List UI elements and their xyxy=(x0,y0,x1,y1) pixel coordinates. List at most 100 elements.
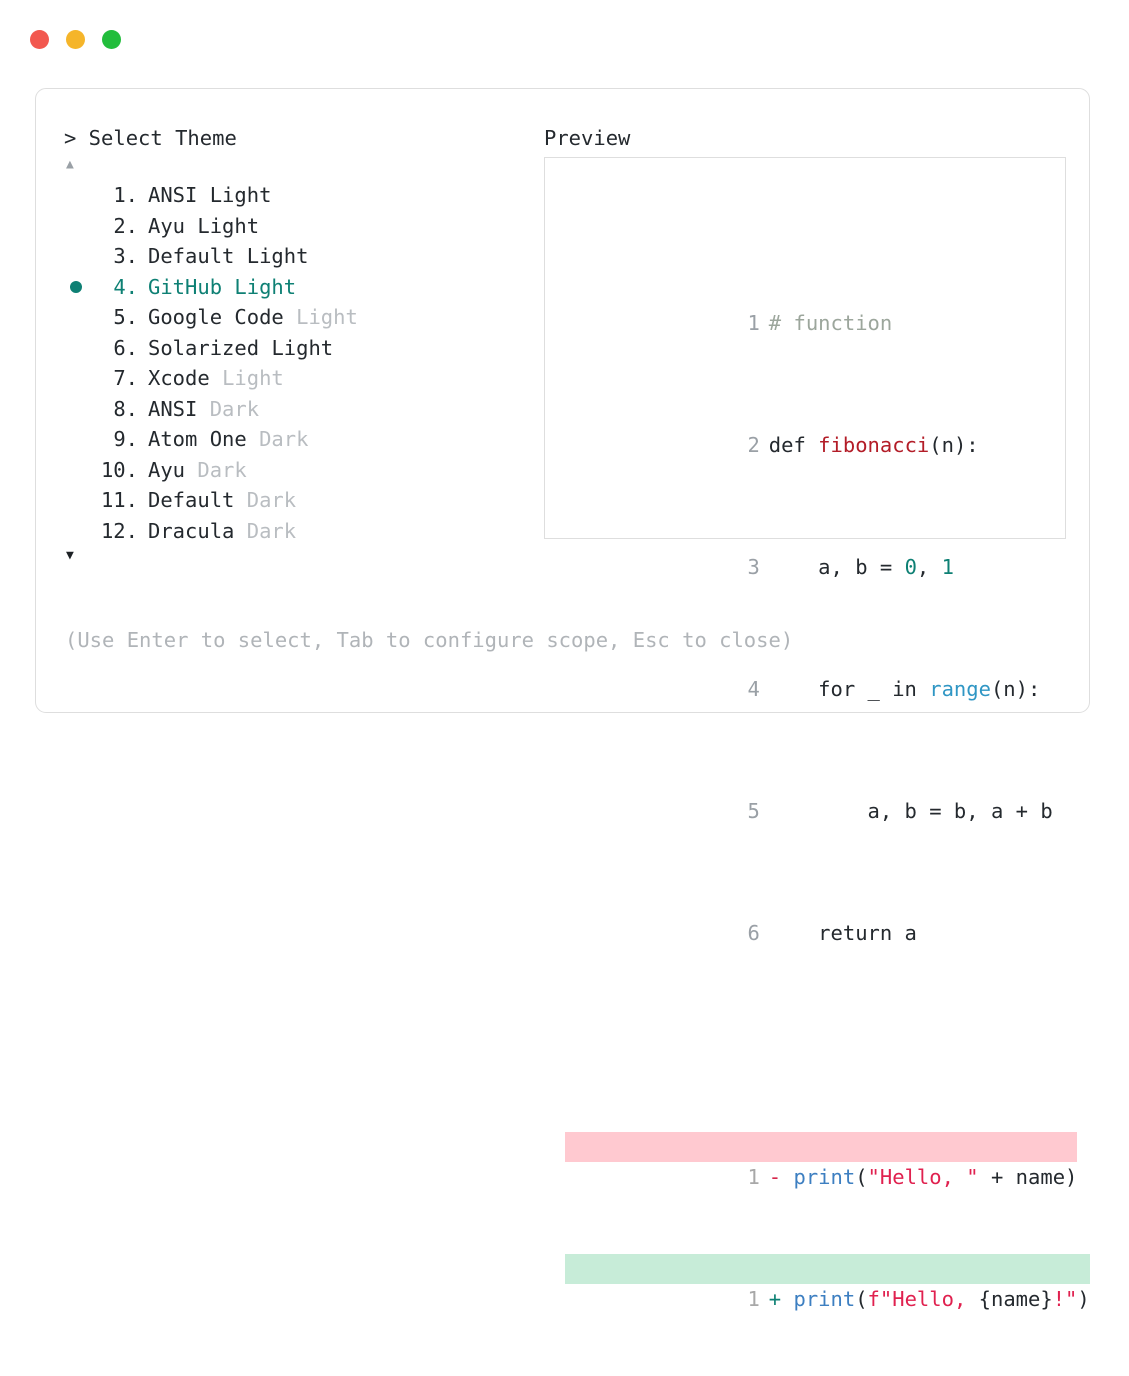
token-number-one: 1 xyxy=(941,555,954,579)
theme-list-item[interactable]: 11.Default Dark xyxy=(64,485,544,516)
label-space xyxy=(234,519,246,543)
diff-marker-minus: - xyxy=(768,1165,782,1189)
line-number: 3 xyxy=(747,555,760,579)
theme-list-item[interactable]: 10.Ayu Dark xyxy=(64,455,544,486)
line-number: 1 xyxy=(747,311,760,335)
theme-item-index: 2. xyxy=(113,213,138,238)
theme-list-item[interactable]: 4. GitHub Light xyxy=(64,272,544,303)
theme-list-item[interactable]: 7.Xcode Light xyxy=(64,363,544,394)
label-space xyxy=(234,244,246,268)
theme-item-name: Dracula xyxy=(148,518,235,543)
theme-item-index: 6. xyxy=(113,335,138,360)
theme-item-index: 4. xyxy=(113,274,138,299)
token-paren-open: ( xyxy=(855,1287,868,1311)
token-for-clause: for _ in xyxy=(768,677,930,701)
theme-item-name: ANSI xyxy=(148,396,198,421)
label-space xyxy=(222,275,234,299)
theme-item-variant: Dark xyxy=(246,518,297,543)
token-comma: , xyxy=(916,555,942,579)
line-number: 6 xyxy=(747,921,760,945)
token-builtin-range: range xyxy=(929,677,991,701)
label-space xyxy=(259,336,271,360)
theme-item-name: Default xyxy=(148,488,235,512)
theme-item-index: 7. xyxy=(113,366,138,390)
theme-list-item[interactable]: 2.Ayu Light xyxy=(64,211,544,242)
theme-item-label: Ayu Dark xyxy=(138,455,247,486)
code-blank-line xyxy=(565,1010,1045,1041)
line-number: 1 xyxy=(747,1287,760,1311)
token-range-args: (n): xyxy=(990,677,1041,701)
scroll-down-arrow-icon[interactable]: ▼ xyxy=(66,548,74,563)
token-paren-close: ) xyxy=(1077,1287,1090,1311)
theme-item-label: Ayu Light xyxy=(138,211,259,242)
theme-item-variant: Dark xyxy=(246,488,297,512)
token-paren-open: ( xyxy=(855,1165,868,1189)
theme-item-name: Google Code xyxy=(148,305,284,329)
theme-item-variant: Dark xyxy=(259,427,309,451)
theme-item-label: Xcode Light xyxy=(138,363,284,394)
label-space xyxy=(185,458,197,482)
label-space xyxy=(284,305,296,329)
theme-list-item[interactable]: 12. Dracula Dark xyxy=(64,516,544,547)
theme-list-item[interactable]: 5.Google Code Light xyxy=(64,302,544,333)
theme-list-item[interactable]: 3. Default Light xyxy=(64,241,544,272)
theme-list-item[interactable]: 1.ANSI Light xyxy=(64,180,544,211)
token-string: "Hello, " xyxy=(867,1165,979,1189)
theme-item-name: Ayu xyxy=(148,213,186,238)
theme-item-index: 10. xyxy=(100,457,138,482)
theme-item-variant: Dark xyxy=(209,396,260,421)
theme-item-index: 9. xyxy=(113,427,138,451)
token-fstring-head: f"Hello, xyxy=(867,1287,979,1311)
minimize-window-button[interactable] xyxy=(66,30,85,49)
theme-list-item[interactable]: 9.Atom One Dark xyxy=(64,424,544,455)
label-space xyxy=(234,488,246,512)
theme-item-label: Solarized Light xyxy=(138,333,333,364)
token-fstring-placeholder: {name} xyxy=(978,1287,1053,1311)
label-space xyxy=(247,427,259,451)
theme-list-item[interactable]: 8.ANSI Dark xyxy=(64,394,544,425)
theme-item-index: 12. xyxy=(100,518,138,543)
token-swap: a, b = b, a + b xyxy=(768,799,1053,823)
theme-item-index: 11. xyxy=(100,488,138,512)
theme-item-variant: Dark xyxy=(197,457,247,482)
code-line-3: 3 a, b = 0, 1 xyxy=(565,522,1045,579)
theme-item-name: GitHub xyxy=(148,274,223,299)
theme-item-variant: Light xyxy=(271,335,334,360)
scroll-up-arrow-icon[interactable]: ▲ xyxy=(66,157,74,172)
close-window-button[interactable] xyxy=(30,30,49,49)
label-space xyxy=(197,397,209,421)
token-keyword-def: def xyxy=(768,433,819,457)
label-space xyxy=(197,183,209,207)
code-line-1: 1# function xyxy=(565,278,1045,335)
theme-list-item[interactable]: 6.Solarized Light xyxy=(64,333,544,364)
code-line-4: 4 for _ in range(n): xyxy=(565,644,1045,701)
selected-bullet-icon xyxy=(70,280,82,293)
theme-item-name: Default xyxy=(148,244,235,268)
token-assign: a, b = xyxy=(768,555,905,579)
token-fstring-tail: !" xyxy=(1052,1287,1078,1311)
theme-item-variant: Light xyxy=(197,213,260,238)
select-theme-title: > Select Theme xyxy=(64,126,237,150)
token-params: (n): xyxy=(929,433,979,457)
line-number: 5 xyxy=(747,799,760,823)
theme-item-variant: Light xyxy=(296,305,358,329)
selection-indicator xyxy=(64,272,96,303)
label-space xyxy=(185,214,197,238)
token-call-print: print xyxy=(793,1165,856,1189)
theme-item-index: 3. xyxy=(113,244,138,268)
theme-item-variant: Light xyxy=(246,244,309,268)
theme-item-label: Default Dark xyxy=(138,485,296,516)
token-concat-name: + name) xyxy=(978,1165,1078,1189)
theme-item-name: Ayu xyxy=(148,457,186,482)
maximize-window-button[interactable] xyxy=(102,30,121,49)
theme-item-variant: Light xyxy=(234,274,297,299)
theme-item-label: ANSI Light xyxy=(138,180,271,211)
token-return: return a xyxy=(768,921,917,945)
line-number: 1 xyxy=(747,1165,760,1189)
